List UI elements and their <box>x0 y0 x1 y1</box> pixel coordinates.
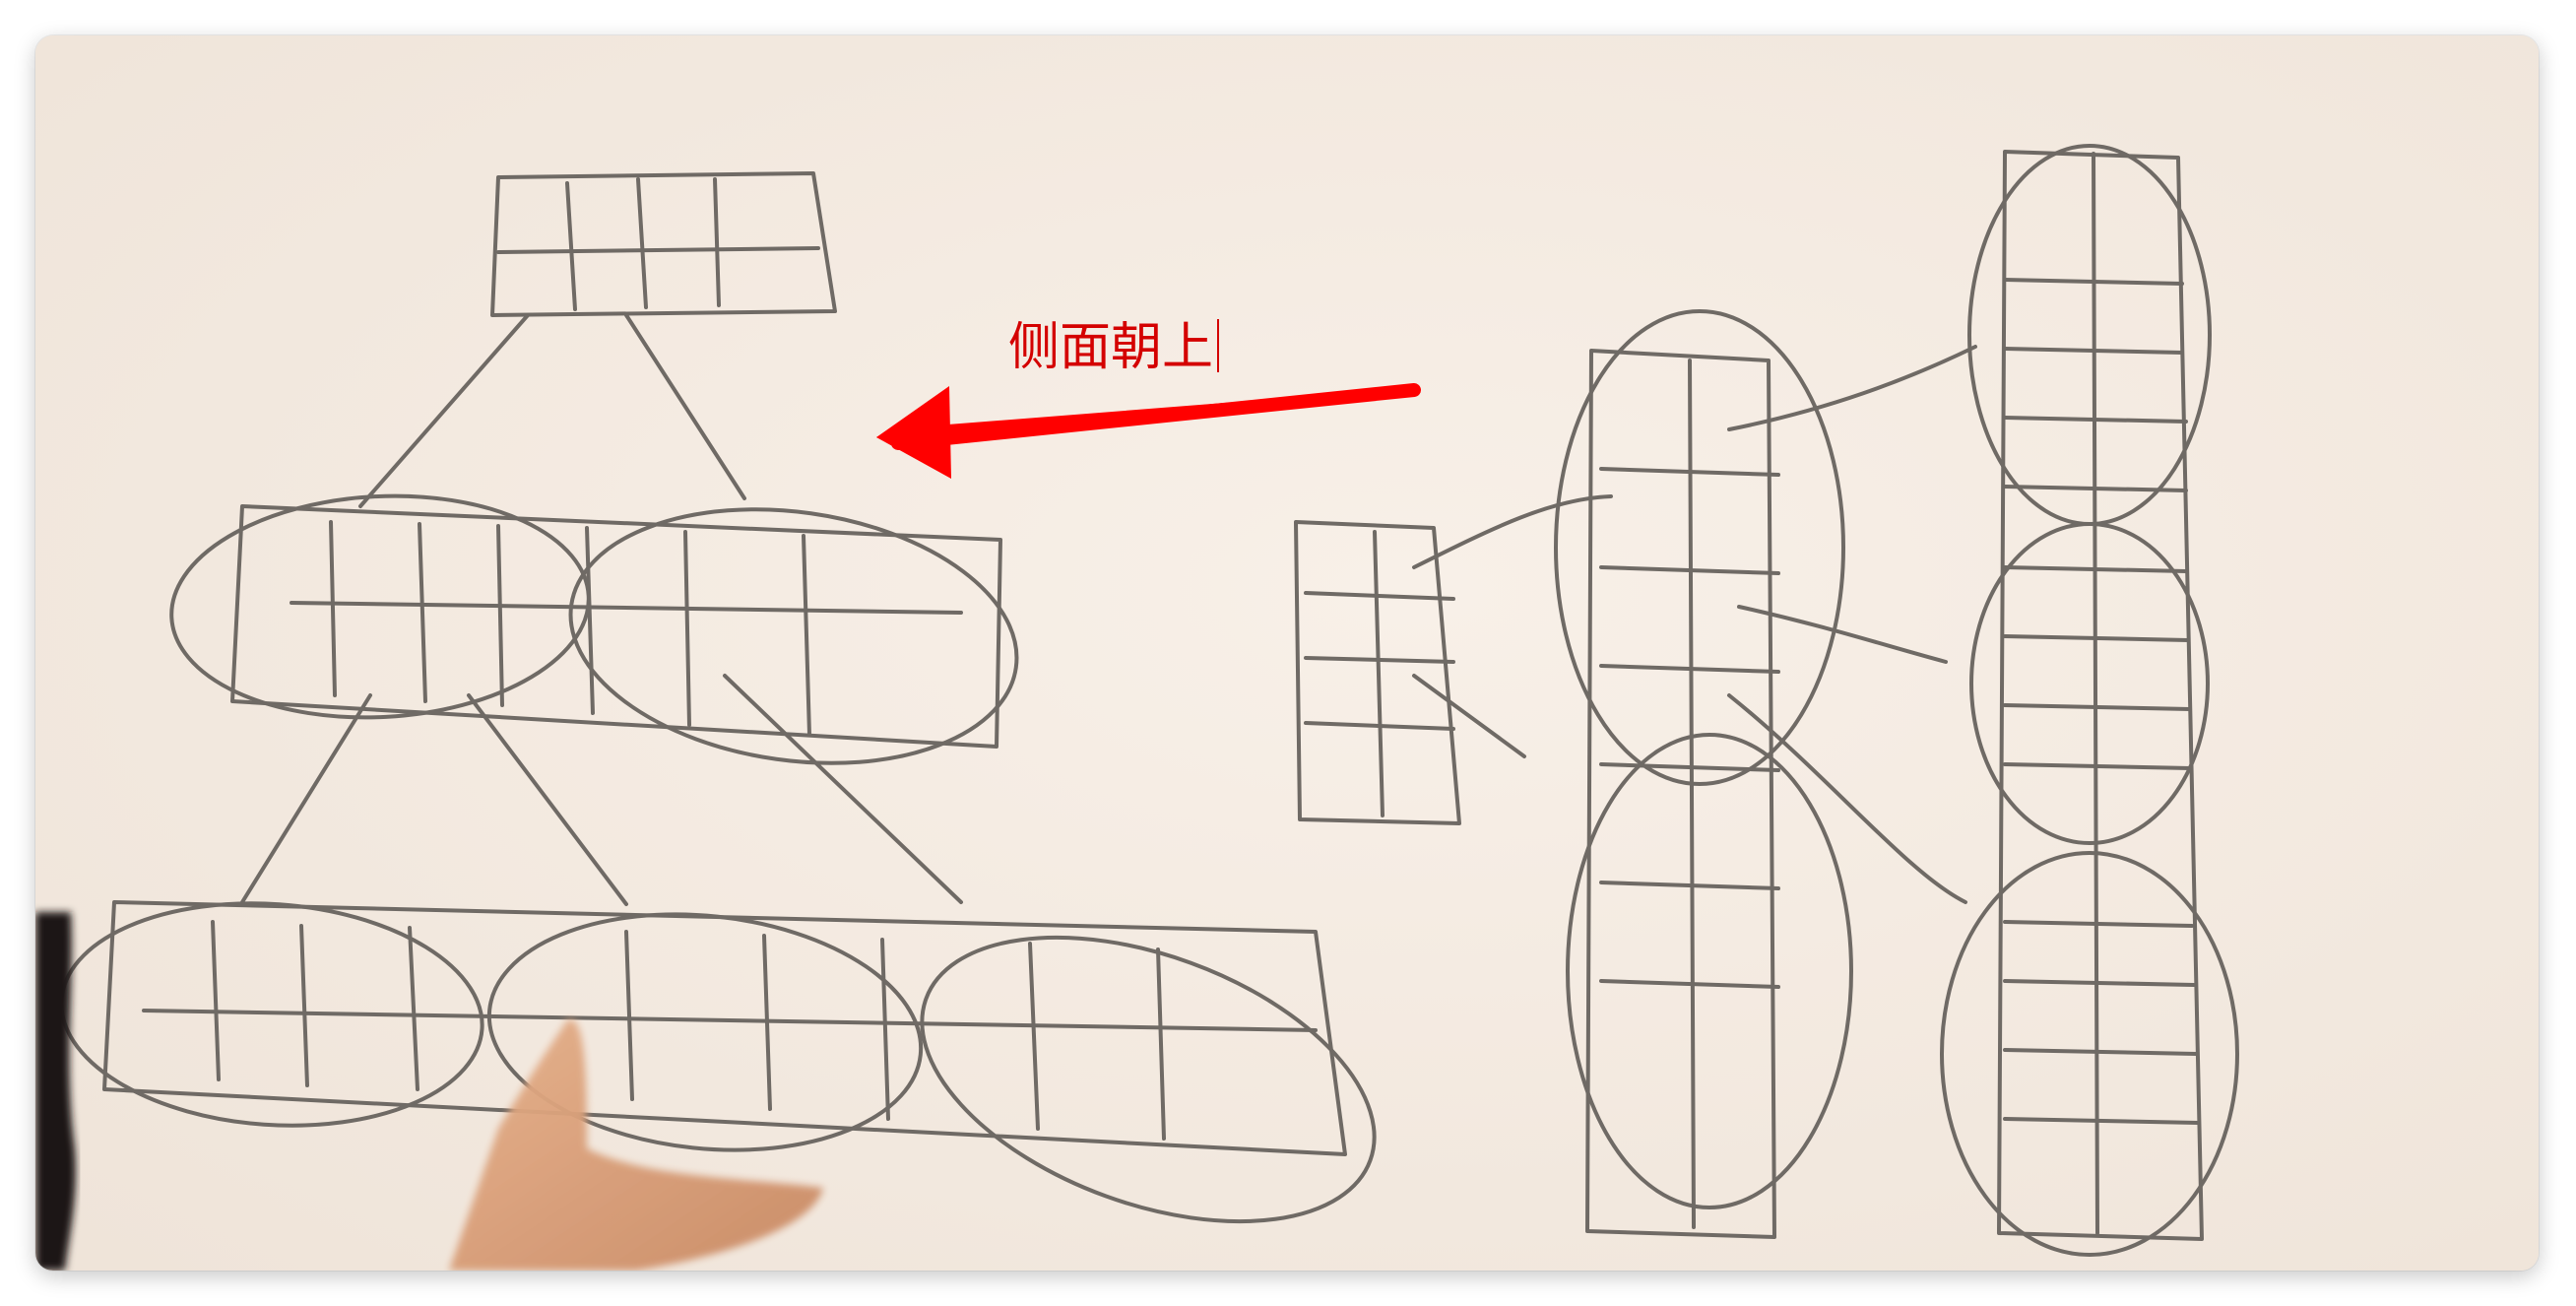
annotation-label: 侧面朝上 <box>1008 319 1220 373</box>
whiteboard-photo <box>35 35 2539 1271</box>
red-arrow-graphic <box>876 383 1421 479</box>
presenter-shadow <box>35 912 76 1271</box>
whiteboard-surface <box>35 35 2539 1271</box>
text-caret <box>1217 319 1220 372</box>
right-column-sketch <box>1294 144 2239 1257</box>
left-tree-sketch <box>59 171 1377 1224</box>
annotation-text: 侧面朝上 <box>1008 318 1214 377</box>
presenter-hand <box>449 1019 823 1271</box>
image-frame: 侧面朝上 <box>35 35 2539 1271</box>
